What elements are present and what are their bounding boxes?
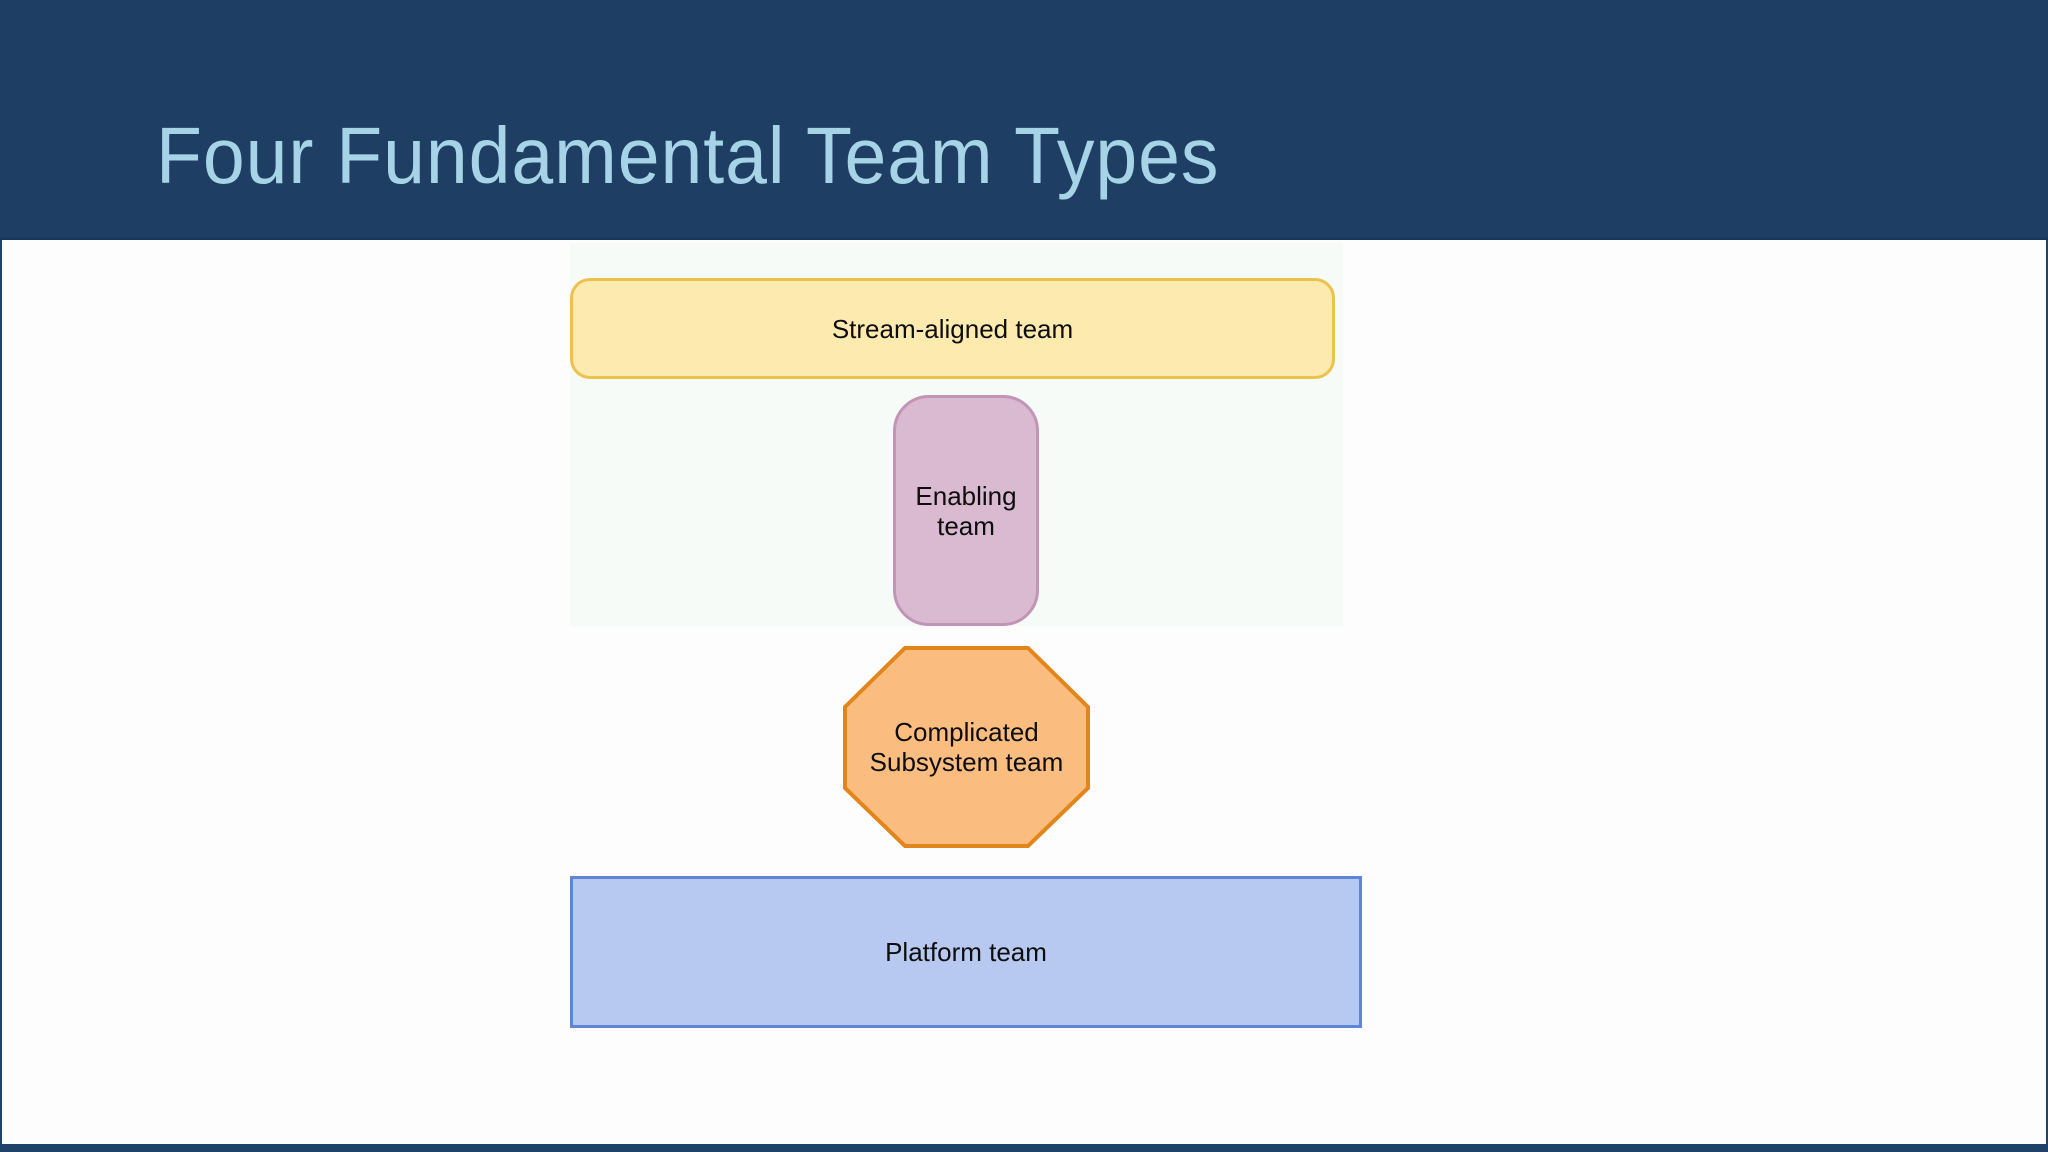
slide-title: Four Fundamental Team Types bbox=[156, 111, 1220, 200]
octagon-shape bbox=[843, 646, 1090, 848]
shape-label: Enabling team bbox=[915, 480, 1017, 541]
shape-label: Platform team bbox=[885, 937, 1047, 967]
shape-platform-team: Platform team bbox=[570, 876, 1362, 1028]
shape-label-wrap: Complicated Subsystem team bbox=[843, 646, 1090, 848]
shape-stream-aligned-team: Stream-aligned team bbox=[570, 278, 1335, 379]
shape-label: Stream-aligned team bbox=[831, 313, 1074, 344]
shape-label: Complicated Subsystem team bbox=[869, 717, 1064, 777]
slide-right-edge-bar bbox=[2046, 240, 2048, 1152]
shape-enabling-team: Enabling team bbox=[893, 395, 1039, 626]
shape-complicated-subsystem-team: Complicated Subsystem team bbox=[843, 646, 1090, 848]
slide-left-edge-bar bbox=[0, 240, 2, 1152]
slide-header-band: Four Fundamental Team Types bbox=[0, 0, 2048, 240]
slide-footer-bar bbox=[0, 1144, 2048, 1152]
